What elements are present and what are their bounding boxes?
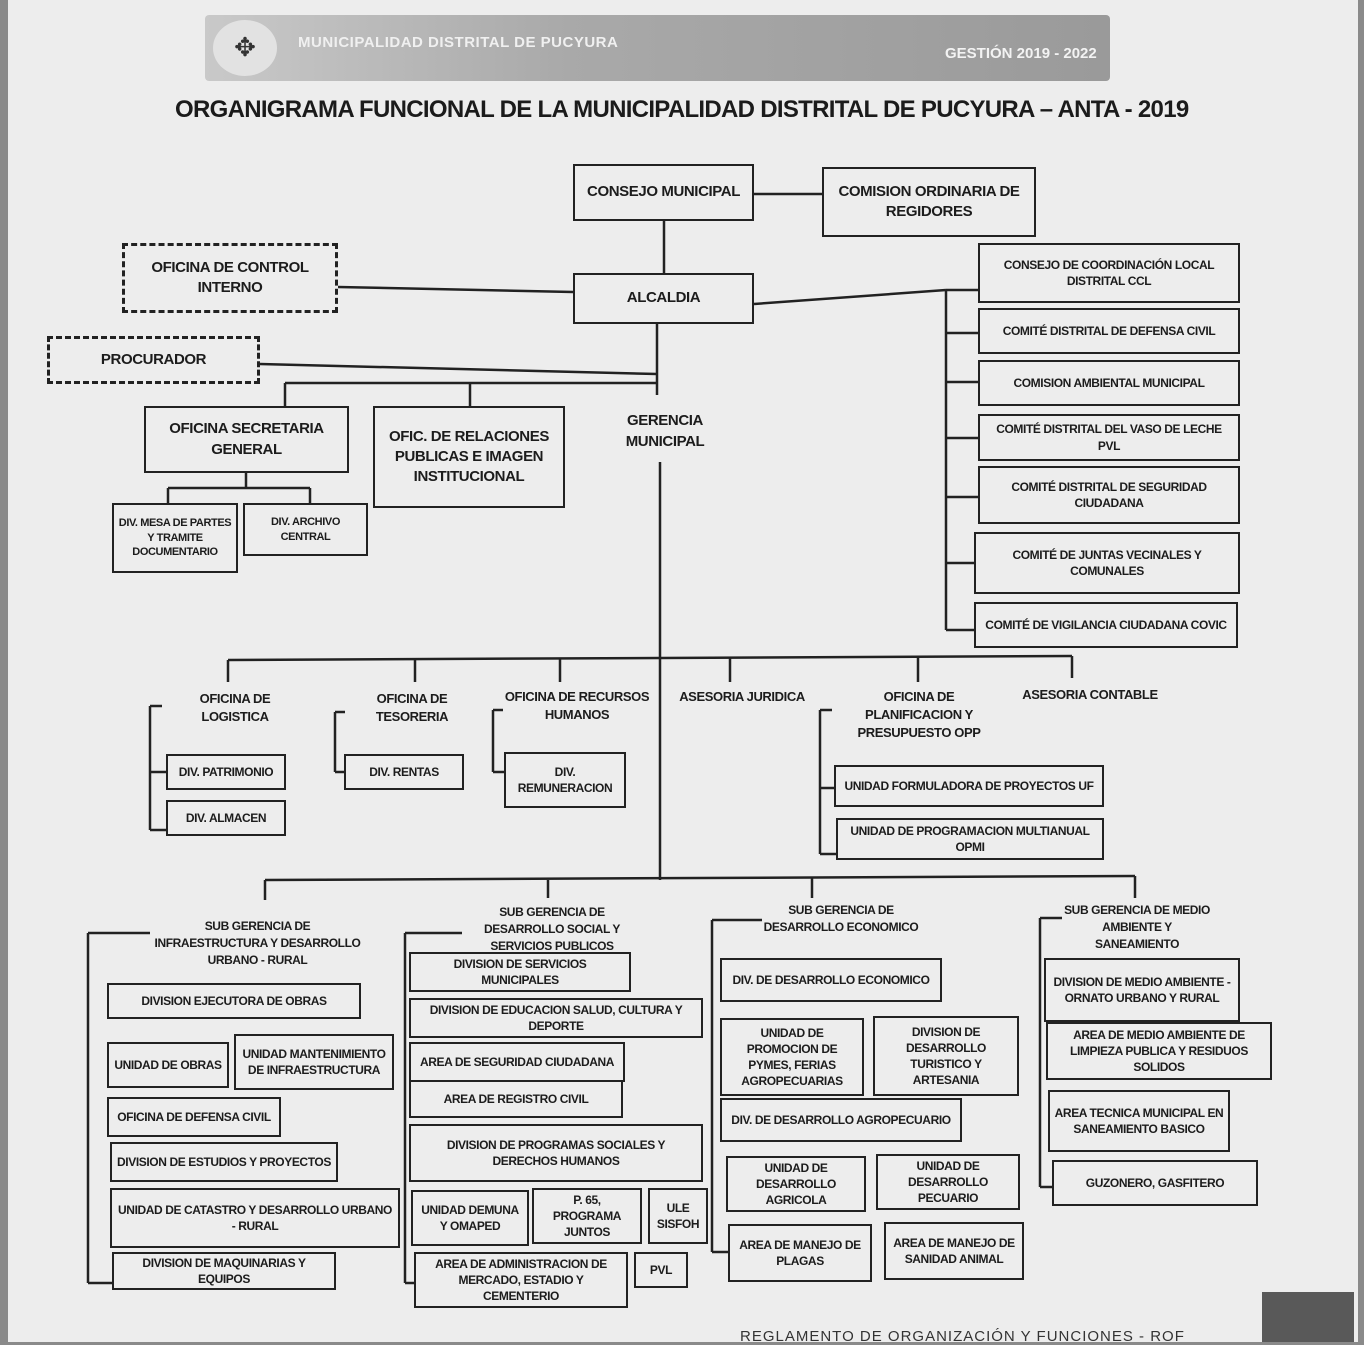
sub-gerencia-medio-label: SUB GERENCIA DE MEDIO AMBIENTE Y SANEAMI… [1064,903,1210,951]
page-corner-shadow [1262,1292,1354,1342]
division-medio-ambiente-box: DIVISION DE MEDIO AMBIENTE - ORNATO URBA… [1044,958,1240,1022]
division-estudios-box: DIVISION DE ESTUDIOS Y PROYECTOS [110,1142,338,1182]
committee-box: COMITÉ DISTRITAL DEL VASO DE LECHE PVL [978,414,1240,461]
area-sanidad-box: AREA DE MANEJO DE SANIDAD ANIMAL [884,1222,1024,1280]
unidad-agricola-box: UNIDAD DE DESARROLLO AGRICOLA [726,1156,866,1212]
banner-gestion: GESTIÓN 2019 - 2022 [945,45,1097,62]
alcaldia-box: ALCALDIA [573,273,754,324]
div-rentas-box: DIV. RENTAS [344,754,464,790]
unidad-mantenimiento-box: UNIDAD MANTENIMIENTO DE INFRAESTRUCTURA [234,1034,394,1090]
control-interno-box: OFICINA DE CONTROL INTERNO [122,243,338,313]
area-limpieza-box: AREA DE MEDIO AMBIENTE DE LIMPIEZA PUBLI… [1046,1022,1272,1080]
area-plagas-box: AREA DE MANEJO DE PLAGAS [728,1224,872,1282]
committee-box: COMITÉ DE JUNTAS VECINALES Y COMUNALES [974,532,1240,594]
committee-box: COMITÉ DISTRITAL DE DEFENSA CIVIL [978,308,1240,354]
div-almacen-box: DIV. ALMACEN [166,800,286,836]
div-patrimonio-box: DIV. PATRIMONIO [166,754,286,790]
oficina-rrhh-label: OFICINA DE RECURSOS HUMANOS [504,689,650,723]
sub-gerencia-social-label: SUB GERENCIA DE DESARROLLO SOCIAL Y SERV… [484,905,620,953]
oficina-defensa-civil-box: OFICINA DE DEFENSA CIVIL [107,1097,281,1137]
committee-box: COMITÉ DE VIGILANCIA CIUDADANA COVIC [974,602,1238,648]
division-educacion-box: DIVISION DE EDUCACION SALUD, CULTURA Y D… [409,998,703,1038]
unidad-catastro-box: UNIDAD DE CATASTRO Y DESARROLLO URBANO -… [110,1188,400,1248]
relaciones-publicas-box: OFIC. DE RELACIONES PUBLICAS E IMAGEN IN… [373,406,565,508]
div-desarrollo-agropecuario-box: DIV. DE DESARROLLO AGROPECUARIO [720,1098,962,1142]
sub-gerencia-infra-label: SUB GERENCIA DE INFRAESTRUCTURA Y DESARR… [154,919,361,967]
secretaria-general-box: OFICINA SECRETARIA GENERAL [144,406,349,473]
unidad-demuna-box: UNIDAD DEMUNA Y OMAPED [411,1190,529,1246]
municipality-logo: ✥ [213,20,277,76]
sub-gerencia-economico-label: SUB GERENCIA DE DESARROLLO ECONOMICO [763,903,919,934]
committee-box: CONSEJO DE COORDINACIÓN LOCAL DISTRITAL … [978,243,1240,303]
div-archivo-central-box: DIV. ARCHIVO CENTRAL [243,503,368,556]
asesoria-juridica-label: ASESORIA JURIDICA [679,689,805,704]
p65-juntos-box: P. 65, PROGRAMA JUNTOS [532,1188,642,1244]
oficina-planificacion-label: OFICINA DE PLANIFICACION Y PRESUPUESTO O… [857,689,981,741]
comision-regidores-box: COMISION ORDINARIA DE REGIDORES [822,167,1036,237]
unidad-opmi-box: UNIDAD DE PROGRAMACION MULTIANUAL OPMI [836,818,1104,860]
page-footer: REGLAMENTO DE ORGANIZACIÓN Y FUNCIONES -… [740,1328,1185,1345]
division-ejecutora-box: DIVISION EJECUTORA DE OBRAS [107,983,361,1019]
procurador-box: PROCURADOR [47,336,260,384]
committee-box: COMITÉ DISTRITAL DE SEGURIDAD CIUDADANA [978,466,1240,524]
division-turistico-box: DIVISION DE DESARROLLO TURISTICO Y ARTES… [873,1016,1019,1096]
unidad-pecuario-box: UNIDAD DE DESARROLLO PECUARIO [876,1154,1020,1210]
area-registro-civil-box: AREA DE REGISTRO CIVIL [409,1080,623,1118]
area-tecnica-saneamiento-box: AREA TECNICA MUNICIPAL EN SANEAMIENTO BA… [1048,1090,1230,1152]
oficina-logistica-label: OFICINA DE LOGISTICA [199,691,271,725]
pvl-box: PVL [634,1252,688,1288]
oficina-tesoreria-label: OFICINA DE TESORERIA [375,691,449,725]
division-servicios-box: DIVISION DE SERVICIOS MUNICIPALES [409,952,631,992]
division-programas-box: DIVISION DE PROGRAMAS SOCIALES Y DERECHO… [409,1124,703,1182]
area-mercado-box: AREA DE ADMINISTRACION DE MERCADO, ESTAD… [414,1252,628,1308]
banner-municipality-name: MUNICIPALIDAD DISTRITAL DE PUCYURA [298,34,619,51]
committee-box: COMISION AMBIENTAL MUNICIPAL [978,360,1240,406]
consejo-municipal-box: CONSEJO MUNICIPAL [573,164,754,221]
ule-sisfoh-box: ULE SISFOH [648,1188,708,1244]
division-maquinarias-box: DIVISION DE MAQUINARIAS Y EQUIPOS [112,1252,336,1290]
div-remuneracion-box: DIV. REMUNERACION [504,752,626,808]
div-mesa-partes-box: DIV. MESA DE PARTES Y TRAMITE DOCUMENTAR… [112,503,238,573]
chart-title: ORGANIGRAMA FUNCIONAL DE LA MUNICIPALIDA… [175,96,1189,123]
area-seguridad-box: AREA DE SEGURIDAD CIUDADANA [409,1042,625,1082]
unidad-obras-box: UNIDAD DE OBRAS [107,1042,229,1088]
gasfitero-box: GUZONERO, GASFITERO [1052,1160,1258,1206]
div-desarrollo-economico-box: DIV. DE DESARROLLO ECONOMICO [720,958,942,1002]
asesoria-contable-label: ASESORIA CONTABLE [1022,687,1158,702]
unidad-pymes-box: UNIDAD DE PROMOCION DE PYMES, FERIAS AGR… [720,1018,864,1096]
unidad-formuladora-box: UNIDAD FORMULADORA DE PROYECTOS UF [834,765,1104,807]
header-banner [205,15,1110,81]
gerencia-municipal-label: GERENCIA MUNICIPAL [625,412,705,450]
